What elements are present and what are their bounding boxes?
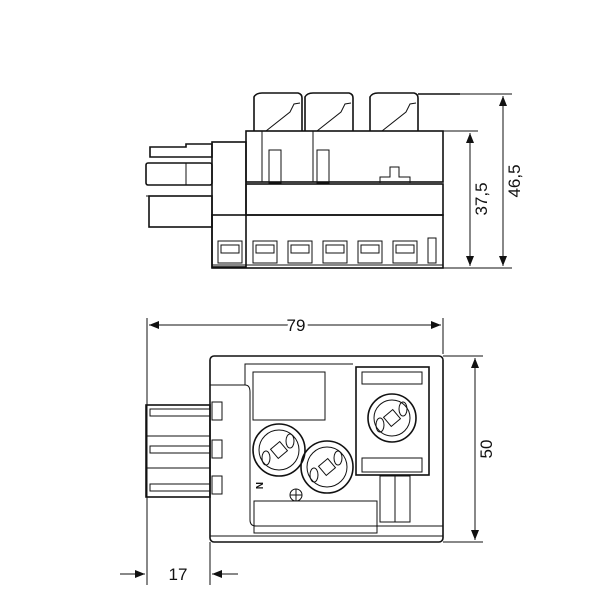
dimension-overall-height: 46,5 — [420, 93, 524, 269]
dim-50-label: 50 — [477, 440, 496, 459]
dim-46-5-label: 46,5 — [505, 164, 524, 197]
wire-clamp-3 — [367, 393, 417, 443]
dimension-length: 79 — [146, 313, 444, 585]
dimension-body-height: 37,5 — [443, 130, 491, 266]
wire-clamp-1 — [252, 423, 306, 477]
dim-79-label: 79 — [287, 316, 306, 335]
dim-17-label: 17 — [169, 565, 188, 584]
dim-37-5-label: 37,5 — [472, 182, 491, 215]
dimension-connector-depth: 17 — [120, 542, 238, 585]
neutral-marking: N — [253, 482, 264, 489]
release-levers — [253, 92, 460, 132]
plug-connector-plan — [145, 401, 223, 498]
plan-view: N — [145, 355, 444, 543]
ground-symbol-icon — [289, 488, 303, 502]
terminal-slots — [217, 237, 437, 264]
dimension-width: 50 — [443, 355, 496, 543]
wire-clamp-2 — [300, 440, 354, 494]
plug-connector — [145, 143, 213, 228]
side-view — [145, 92, 460, 269]
